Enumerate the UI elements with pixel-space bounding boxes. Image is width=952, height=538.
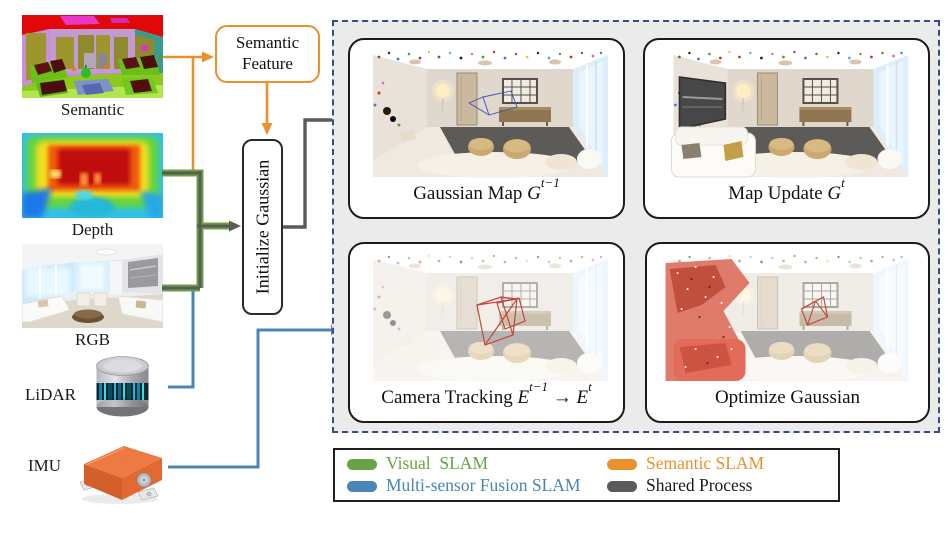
- gaussian-map-render: [365, 49, 608, 181]
- depth-image: [22, 133, 163, 218]
- legend-item-semantic-slam: Semantic SLAM: [607, 455, 834, 473]
- arrowhead-to-initialize-gaussian: [229, 220, 241, 232]
- shared-process-label: Shared Process: [646, 475, 753, 496]
- semantic-feature-box: Semantic Feature: [215, 25, 320, 83]
- camera-frustum-red-small: [801, 296, 829, 326]
- depth-caption: Depth: [71, 220, 114, 239]
- semantic-segmentation-render: [22, 15, 163, 98]
- camera-frustum-red: [476, 296, 526, 346]
- rgb-image: [22, 244, 163, 328]
- lines-visual-slam: [162, 169, 232, 292]
- semantic-slam-label: Semantic SLAM: [646, 453, 765, 474]
- imu-sensor-render: ·····: [79, 446, 162, 504]
- semantic-caption: Semantic: [60, 100, 125, 119]
- camera-tracking-render: [365, 253, 608, 385]
- semantic-image: [22, 15, 163, 98]
- camera-wireframe-blue: [468, 90, 518, 116]
- legend-item-visual-slam: Visual SLAM: [347, 455, 607, 473]
- lidar-label: LiDAR: [25, 385, 76, 404]
- lidar-image: [95, 356, 150, 418]
- optimize-gaussian-caption: Optimize Gaussian: [714, 387, 861, 408]
- lines-shared-core: [162, 171, 230, 290]
- rgb-photo-render: [22, 244, 163, 328]
- line-initialize-to-gaussian-map: [283, 118, 334, 229]
- legend-item-shared-process: Shared Process: [607, 477, 834, 495]
- optimize-gaussian-render: [662, 253, 912, 385]
- rgb-caption: RGB: [75, 330, 110, 349]
- line-imu-to-tracking: [168, 328, 331, 469]
- initialize-gaussian-label: Initialize Gaussian: [252, 159, 272, 295]
- semantic-slam-swatch: [607, 458, 637, 470]
- initialize-gaussian-box: Initialize Gaussian: [242, 139, 283, 315]
- legend-box: Visual SLAM Semantic SLAM Multi-sensor F…: [333, 448, 840, 502]
- arrowhead-semantic-to-feature: [202, 51, 214, 63]
- optimize-gaussian-panel: Optimize Gaussian: [645, 242, 930, 423]
- depth-map-render: [22, 133, 163, 218]
- multisensor-slam-label: Multi-sensor Fusion SLAM: [386, 475, 581, 496]
- semantic-feature-line1: Semantic: [235, 33, 300, 53]
- visual-slam-swatch: [347, 458, 377, 470]
- arrowhead-feature-to-initialize: [261, 123, 273, 135]
- lidar-sensor-render: [96, 356, 149, 417]
- imu-label: IMU: [28, 456, 62, 475]
- wall-picture-dark: [678, 76, 726, 130]
- shared-process-swatch: [607, 480, 637, 492]
- red-gaussian-points: [665, 259, 750, 381]
- multisensor-slam-swatch: [347, 480, 377, 492]
- visual-slam-label: Visual SLAM: [386, 453, 489, 474]
- line-lidar-fusion: [168, 291, 195, 389]
- legend-item-multisensor-slam: Multi-sensor Fusion SLAM: [347, 477, 607, 495]
- map-update-render: [661, 49, 913, 181]
- white-sofa: [670, 126, 756, 178]
- imu-image: ·····: [72, 438, 167, 506]
- svg-text:·····: ·····: [116, 456, 127, 463]
- semantic-feature-line2: Feature: [242, 54, 293, 73]
